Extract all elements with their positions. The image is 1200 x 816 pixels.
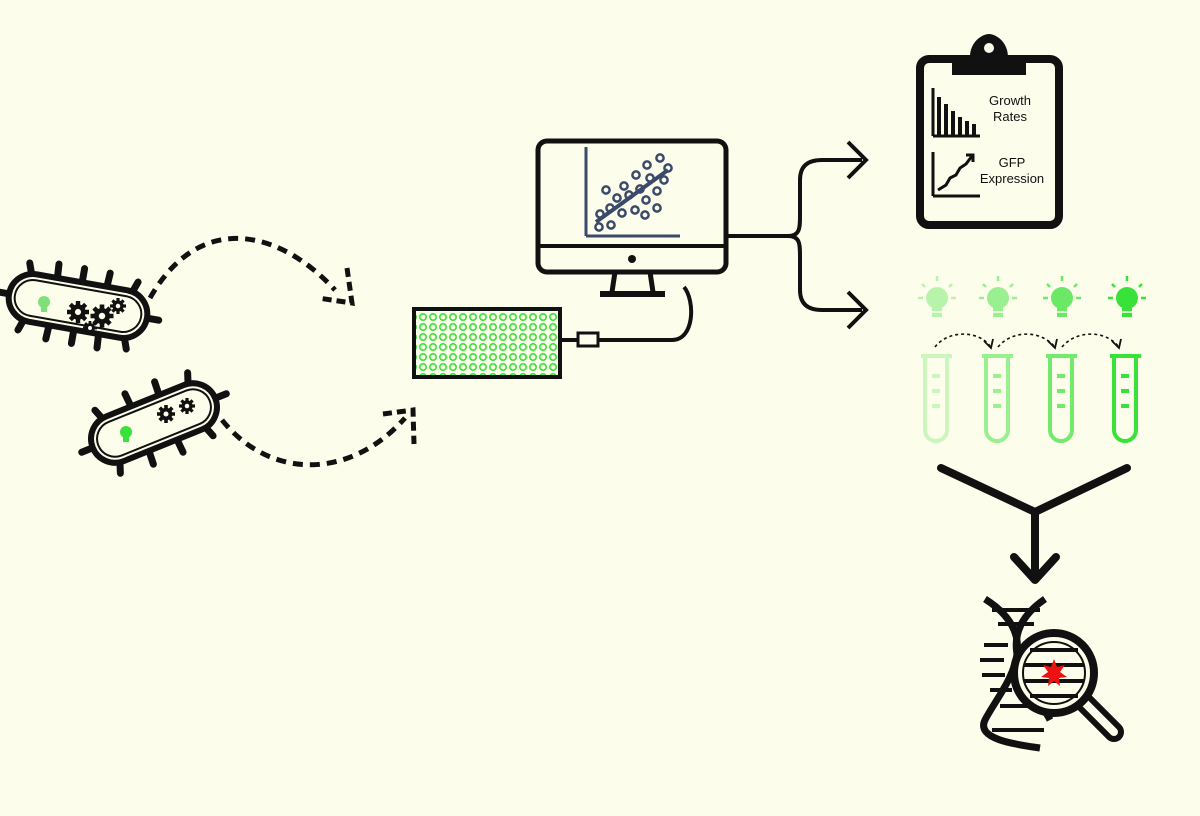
transfer-arrowheads (983, 338, 1122, 350)
dashed-arrow-2 (220, 416, 407, 468)
converging-arrow (937, 464, 1131, 584)
test-tubes (921, 354, 1141, 443)
microplate-icon (412, 307, 562, 379)
clipboard-icon: Growth Rates GFP Expression (916, 34, 1063, 229)
lightbulb-icon (918, 276, 956, 317)
gfp-expression-label-line1: GFP (999, 155, 1026, 170)
growth-rates-label-line2: Rates (993, 109, 1027, 124)
lightbulb-icon (1108, 276, 1146, 317)
dashed-arrow-1 (147, 235, 337, 300)
growth-rates-label-line1: Growth (989, 93, 1031, 108)
gfp-expression-label-line2: Expression (980, 171, 1044, 186)
computer-monitor-icon (535, 138, 729, 297)
lightbulb-icon (38, 296, 50, 312)
mutation-star-icon (1041, 659, 1067, 686)
magnifying-glass-icon (1010, 629, 1124, 742)
transfer-arrows (934, 333, 1119, 348)
test-tube-icon (982, 354, 1013, 443)
cable (560, 285, 694, 348)
arrow-head-2 (382, 407, 417, 445)
lightbulb-icon (979, 276, 1017, 317)
test-tube-icon (1046, 354, 1077, 443)
gfp-lightbulbs (918, 276, 1146, 317)
arrow-head-1 (317, 267, 355, 306)
branch-arrows (726, 140, 869, 330)
test-tube-icon (921, 354, 952, 443)
bacterium-2-icon (78, 369, 230, 477)
scatter-plot-icon (584, 147, 680, 238)
test-tube-icon (1110, 354, 1141, 443)
lightbulb-icon (120, 426, 132, 442)
lightbulb-icon (1043, 276, 1081, 317)
